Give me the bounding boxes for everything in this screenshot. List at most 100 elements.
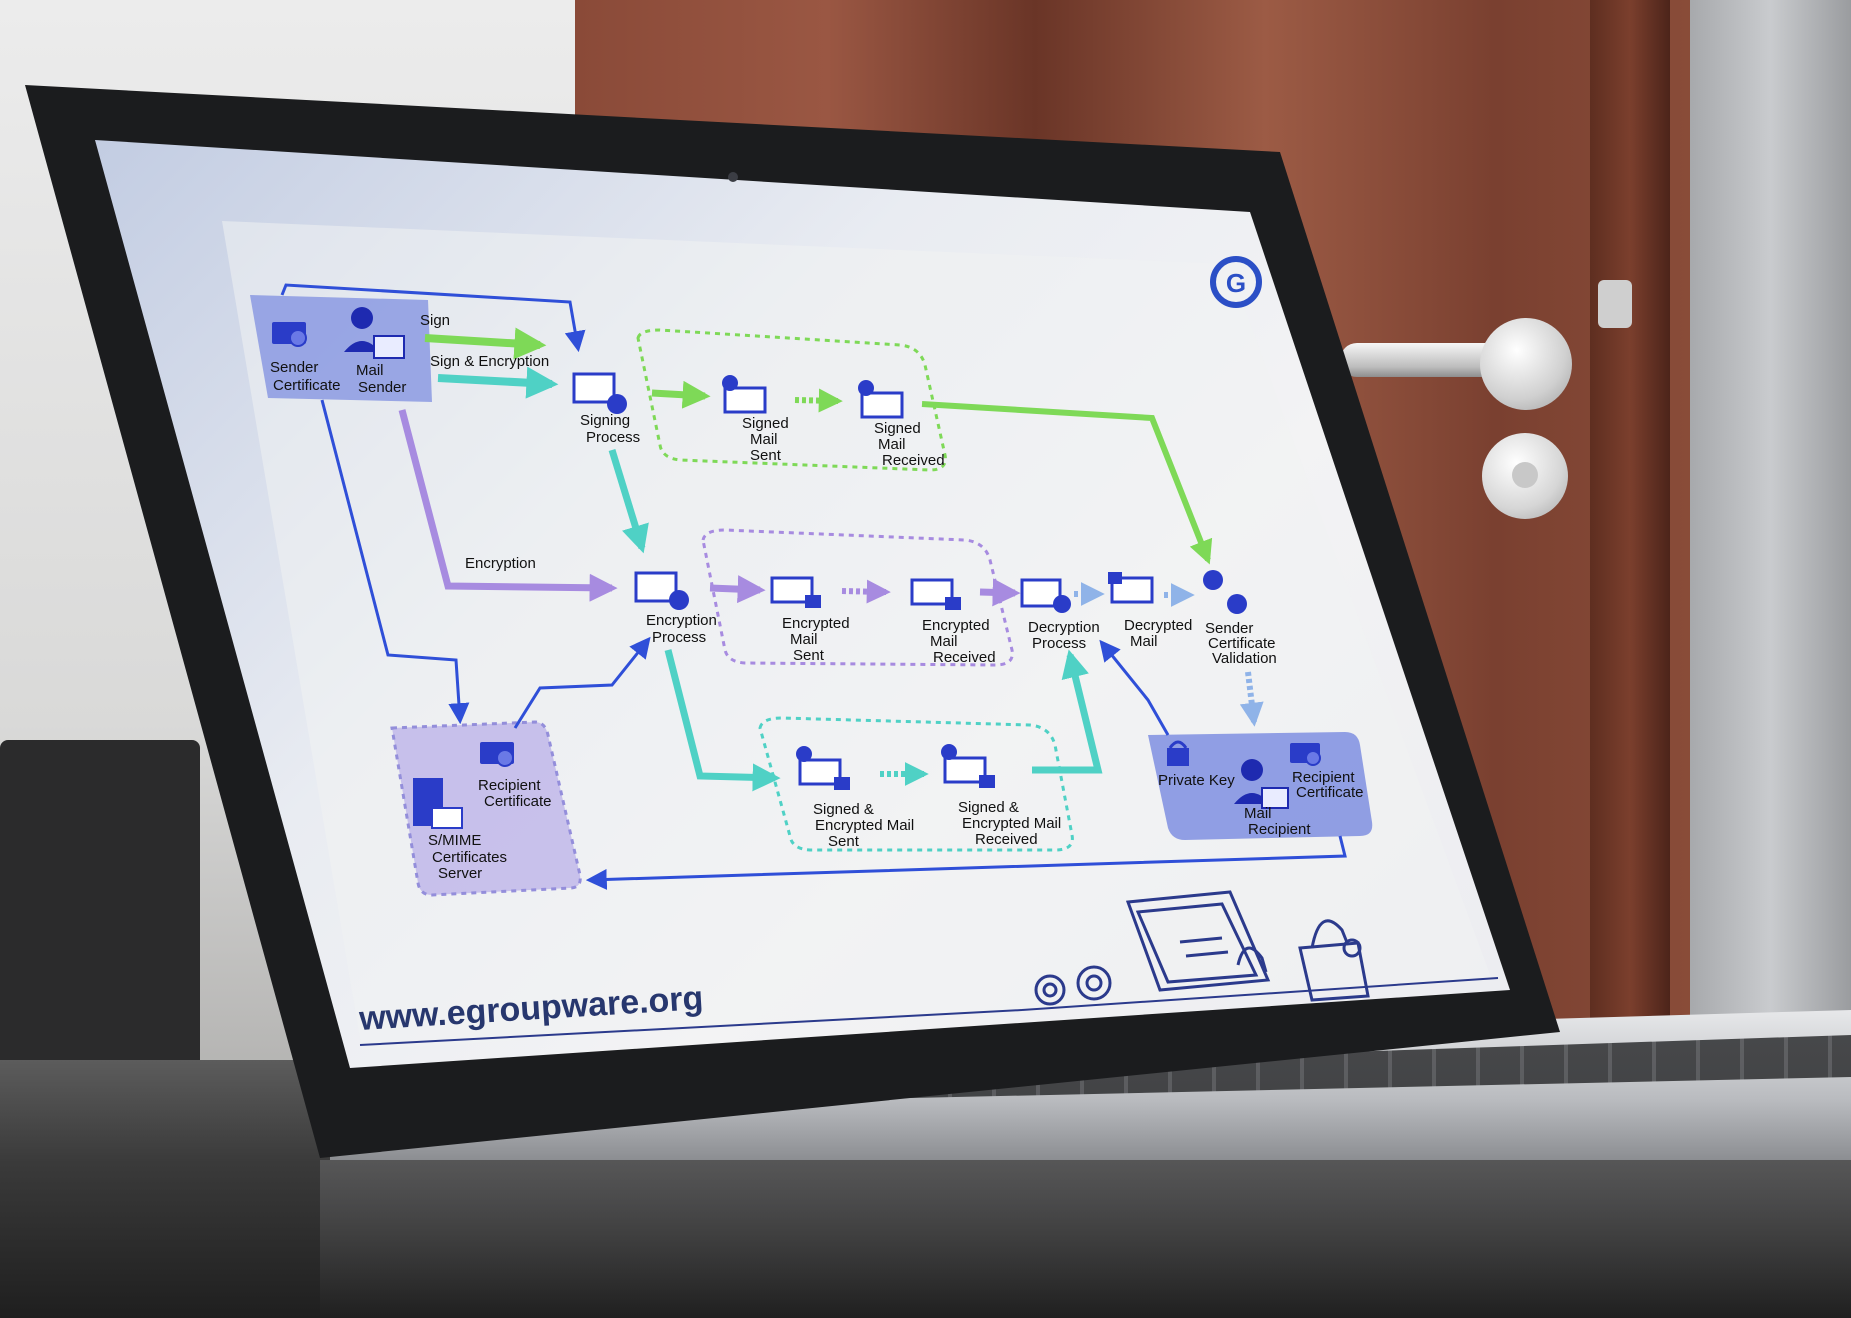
signing-process-node: Signing Process — [572, 372, 640, 446]
sender-certificate-validation-icon — [1203, 570, 1247, 614]
sign-arrow — [424, 327, 547, 360]
server-to-encryption-line — [513, 636, 651, 729]
se-to-decryption-arrow — [1032, 649, 1103, 774]
recipient-cert-line1: Recipient — [1292, 769, 1355, 786]
decryption-line2: Process — [1032, 635, 1086, 652]
decryption-process-node — [1020, 578, 1071, 613]
mail-sender-icon — [344, 307, 405, 359]
decrypted-line2: Mail — [1130, 633, 1158, 650]
server-recipient-cert-line1: Recipient — [478, 777, 541, 794]
encryption-process-line1: Encryption — [646, 612, 717, 629]
mail-sender-line2: Sender — [358, 379, 406, 396]
encrypted-transfer-arrow — [841, 579, 891, 604]
server-recipient-cert-line2: Certificate — [484, 793, 552, 810]
validation-line3: Validation — [1212, 650, 1277, 667]
signed-group-box — [636, 328, 947, 472]
se-sent-line1: Signed & — [813, 801, 874, 818]
smime-server-box — [390, 720, 582, 897]
decrypted-line1: Decrypted — [1124, 617, 1192, 634]
to-decryption-arrow — [979, 578, 1021, 607]
mail-recipient-line2: Recipient — [1248, 821, 1311, 838]
egroupware-logo: G — [1210, 256, 1262, 308]
se-recv-line3: Received — [975, 831, 1038, 848]
signed-sent-line2: Mail — [750, 431, 778, 448]
encryption-process-line2: Process — [652, 629, 706, 646]
signed-transfer-arrow — [794, 388, 843, 413]
door-edge — [1590, 0, 1670, 1040]
se-recv-line2: Encrypted Mail — [962, 815, 1061, 832]
decryption-line1: Decryption — [1028, 619, 1100, 636]
sender-box: Sender Certificate Mail Sender — [250, 295, 432, 402]
glass-panel — [1690, 0, 1851, 1100]
encryption-to-se-sent-arrow — [664, 649, 781, 792]
sign-label: Sign — [420, 312, 450, 329]
validation-line1: Sender — [1205, 620, 1253, 637]
door-lock-core — [1512, 462, 1538, 488]
enc-recv-line1: Encrypted — [922, 617, 990, 634]
signed-encrypted-received-icon — [941, 744, 995, 788]
sign-encryption-arrow — [437, 366, 559, 399]
signing-process-line1: Signing — [580, 412, 630, 429]
encryption-label: Encryption — [465, 555, 536, 572]
signed-recv-line3: Received — [882, 452, 945, 469]
sender-certificate-line1: Sender — [270, 359, 318, 376]
encryption-arrow — [398, 409, 618, 602]
logo-letter: G — [1226, 268, 1246, 298]
signed-encrypted-sent-icon — [796, 746, 850, 790]
se-recv-line1: Signed & — [958, 799, 1019, 816]
encrypted-group-box — [701, 528, 1014, 667]
door-handle-rose — [1480, 318, 1572, 410]
recipient-to-server-line — [585, 835, 1347, 890]
enc-sent-line1: Encrypted — [782, 615, 850, 632]
footer-rule — [1021, 977, 1499, 1011]
private-key-to-decryption-line — [1099, 639, 1170, 736]
signing-to-encryption-arrow — [608, 448, 649, 554]
signed-mail-received-icon — [858, 380, 904, 419]
se-sent-line2: Encrypted Mail — [815, 817, 914, 834]
signing-process-line2: Process — [586, 429, 640, 446]
encrypted-mail-received-icon — [910, 578, 961, 610]
sender-certificate-line2: Certificate — [273, 377, 341, 394]
signed-recv-line2: Mail — [878, 436, 906, 453]
decrypted-mail-icon — [1108, 572, 1154, 604]
recipient-cert-line2: Certificate — [1296, 784, 1364, 801]
enc-recv-line3: Received — [933, 649, 996, 666]
mail-recipient-icon — [1234, 759, 1289, 809]
mail-recipient-line1: Mail — [1244, 805, 1272, 822]
smime-line2: Certificates — [432, 849, 507, 866]
sender-to-server-line — [320, 399, 470, 725]
validation-to-recipient-arrow — [1239, 671, 1264, 727]
webcam — [728, 172, 738, 182]
signed-recv-line1: Signed — [874, 420, 921, 437]
sign-encryption-label: Sign & Encryption — [430, 353, 549, 370]
private-key-label: Private Key — [1158, 772, 1235, 789]
mail-sender-line1: Mail — [356, 362, 384, 379]
signed-mail-sent-icon — [722, 375, 767, 414]
smime-line1: S/MIME — [428, 832, 481, 849]
sender-certificate-icon — [272, 322, 307, 347]
validation-line2: Certificate — [1208, 635, 1276, 652]
encryption-process-node — [634, 571, 689, 610]
private-key-icon — [1167, 740, 1189, 766]
envelope-lock-illustration — [1125, 890, 1370, 1002]
signed-sent-line3: Sent — [750, 447, 782, 464]
footer-rule-left — [359, 1009, 1023, 1046]
recipient-certificate-icon-2 — [1290, 743, 1321, 766]
signed-encrypted-group-box — [758, 716, 1074, 852]
signed-sent-line1: Signed — [742, 415, 789, 432]
to-signed-sent-arrow — [651, 380, 711, 409]
enc-sent-line3: Sent — [793, 647, 825, 664]
door-hinge — [1598, 280, 1632, 328]
sender-to-signing-line — [280, 283, 586, 353]
gears-icon — [1034, 965, 1112, 1006]
se-sent-line3: Sent — [828, 833, 860, 850]
laptop-reflection — [320, 1160, 1851, 1318]
smime-line3: Server — [438, 865, 482, 882]
to-encrypted-sent-arrow — [709, 575, 766, 604]
enc-sent-line2: Mail — [790, 631, 818, 648]
recipient-certificate-icon — [480, 742, 514, 767]
enc-recv-line2: Mail — [930, 633, 958, 650]
server-icon — [413, 778, 463, 829]
